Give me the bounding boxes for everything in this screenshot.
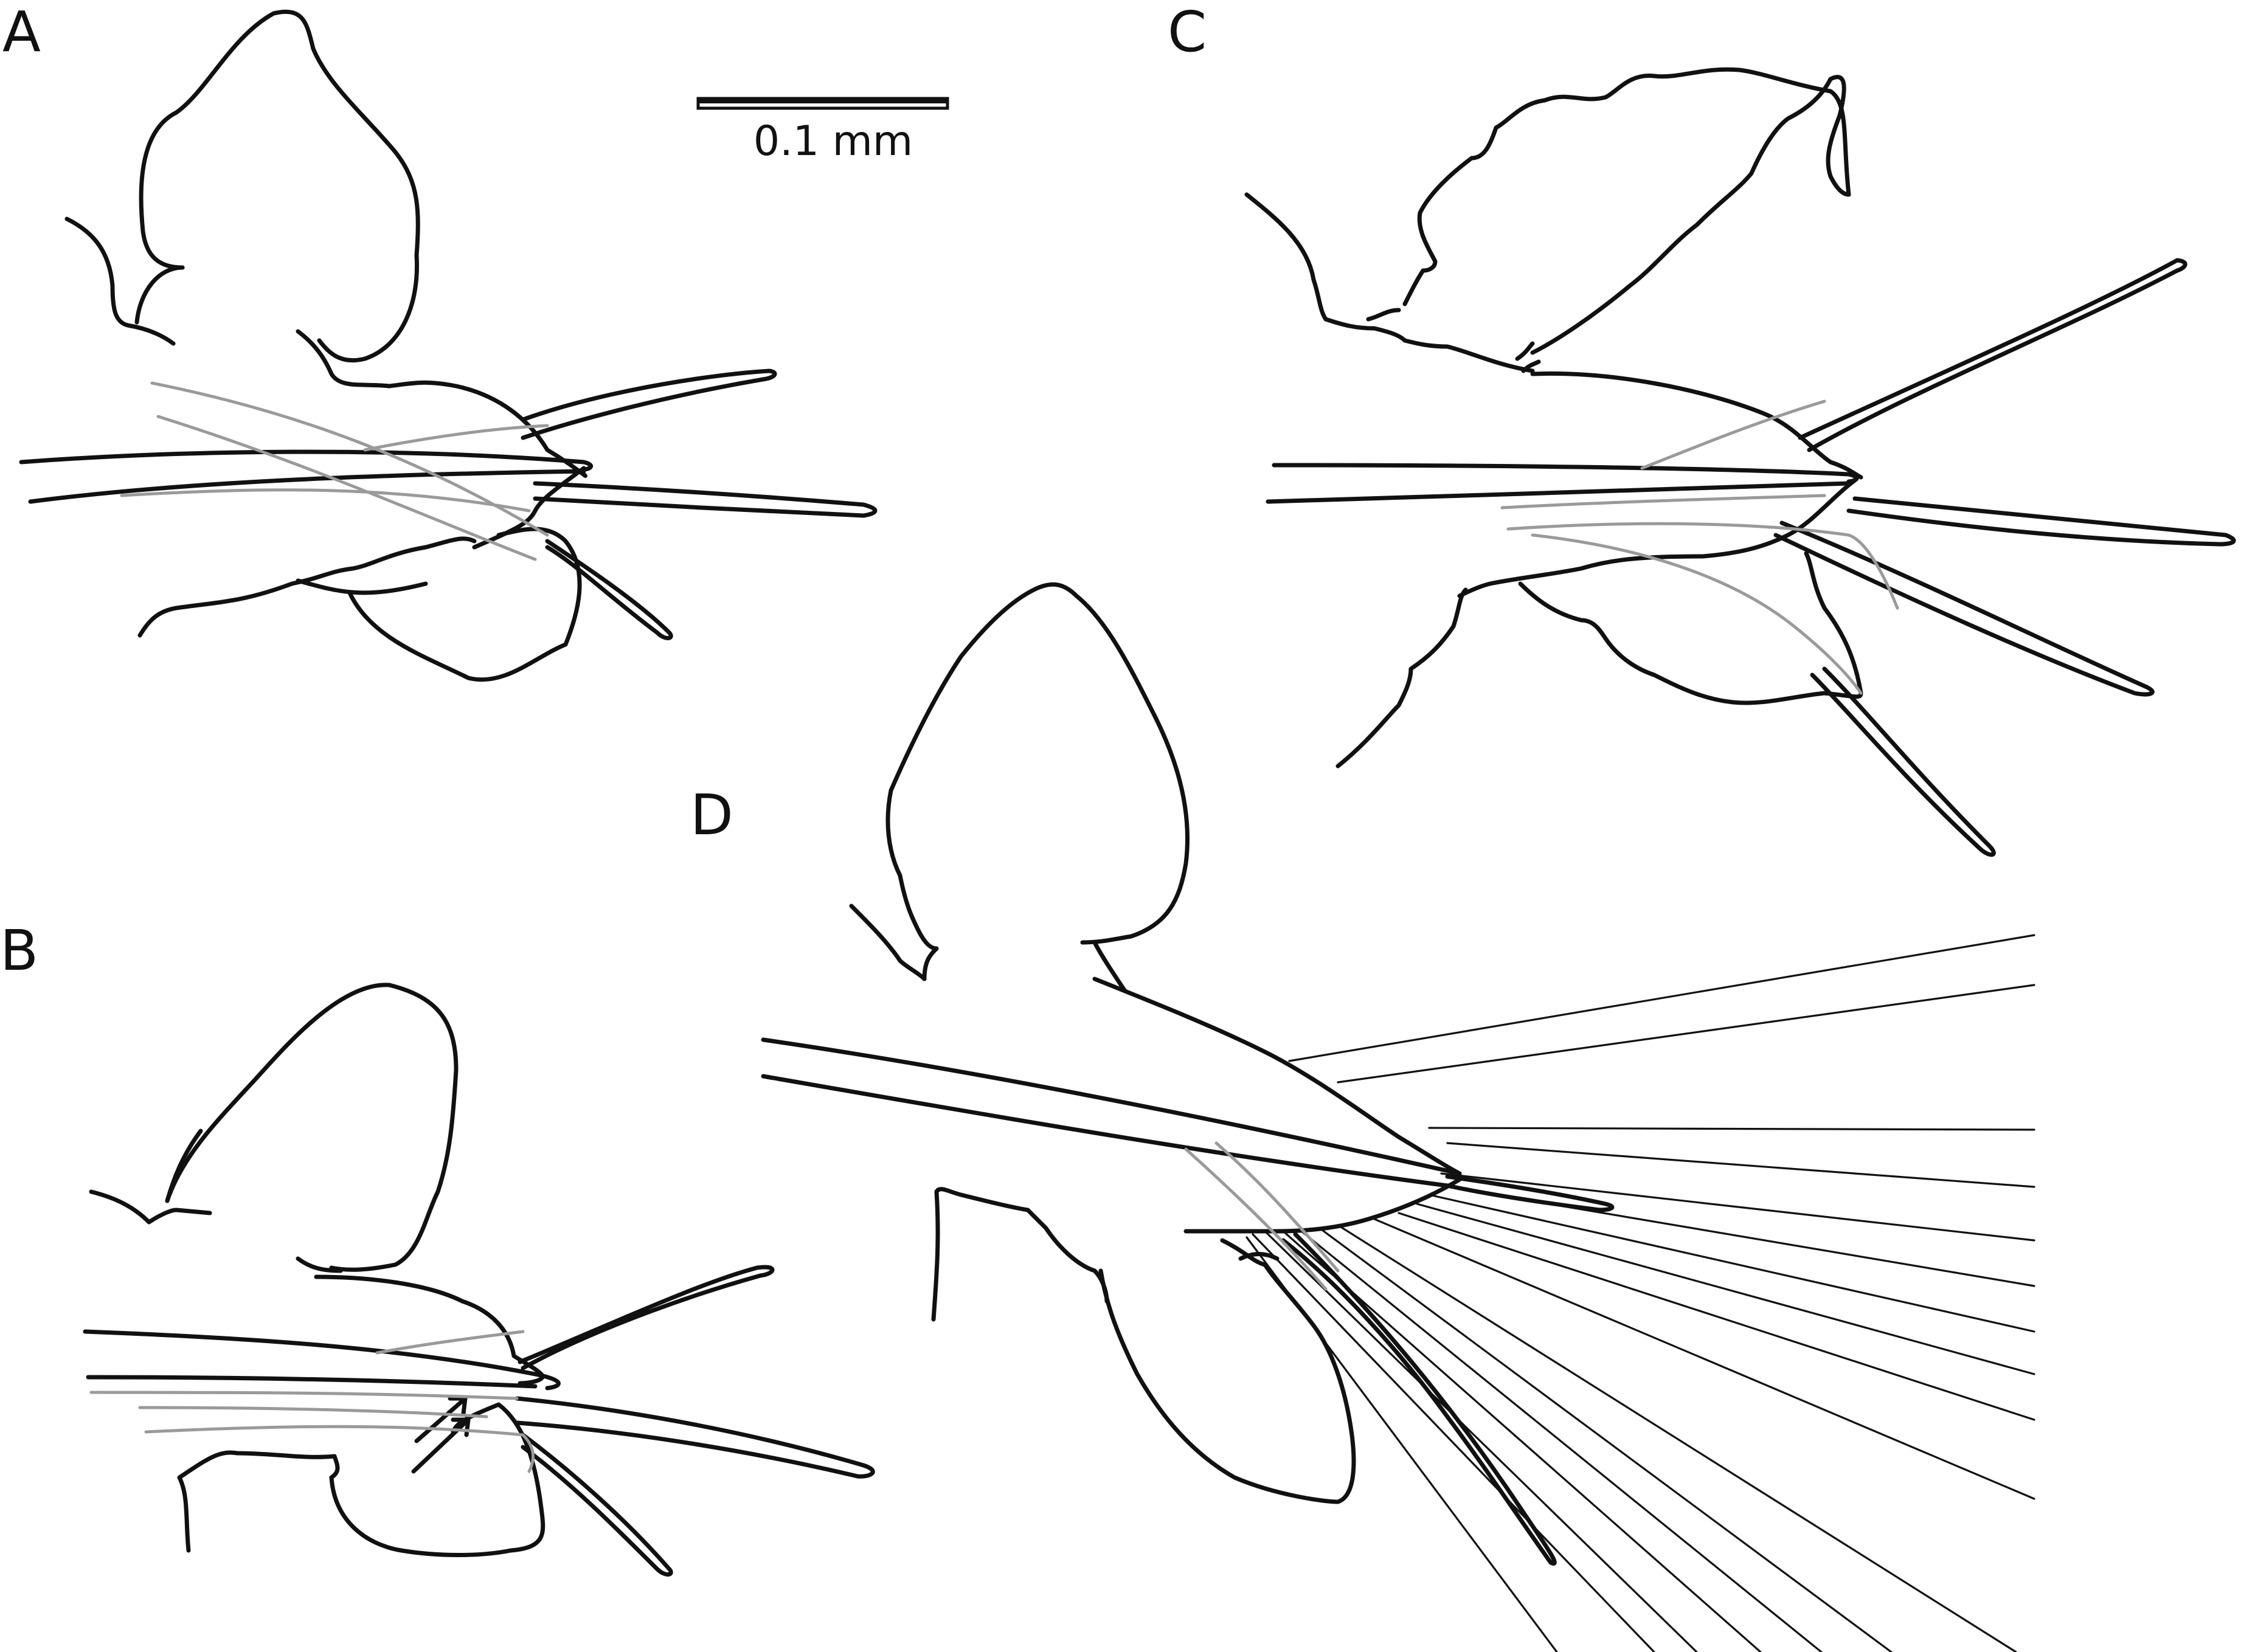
panel-c-body-outline xyxy=(1530,372,1863,480)
panel-d-thin-seta-6 xyxy=(1440,1184,2035,1287)
panel-b-seta-5 xyxy=(521,1433,673,1577)
panel-c-upper-lobe-top xyxy=(1402,67,1851,306)
panel-a-left-stem xyxy=(64,216,176,346)
panel-a-faint-seta-2 xyxy=(156,415,537,561)
panel-a-upper-lobe-left xyxy=(139,110,185,270)
panel-c-seta-5 xyxy=(1773,520,2155,697)
panel-d-seta-1 xyxy=(761,1037,1462,1176)
panel-b-seta-3 xyxy=(518,1265,775,1370)
panel-c-upper-lobe xyxy=(1530,75,1851,355)
panel-d-thin-seta-10 xyxy=(1373,1218,2035,1500)
panel-d-seta-4 xyxy=(1281,1232,1557,1566)
panel-a-body-lower xyxy=(472,466,586,550)
panel-a-seta-5 xyxy=(545,539,673,640)
panel-c-faint-seta-1 xyxy=(1640,399,1826,470)
panel-d-thin-seta-13 xyxy=(1300,1230,1823,1652)
panel-label-a: A xyxy=(2,0,41,64)
panel-label-d: D xyxy=(690,783,733,848)
scale-bar: 0.1 mm xyxy=(696,97,949,165)
panel-b-lower-lobe xyxy=(329,1402,546,1557)
panel-d-thin-seta-2 xyxy=(1337,984,2035,1083)
panel-d-left-stem xyxy=(849,904,927,981)
panel-b-drawing xyxy=(83,983,875,1577)
panel-c-seta-6 xyxy=(1810,666,1996,857)
panel-c-hook xyxy=(1366,308,1541,373)
panel-d-thin-seta-4 xyxy=(1446,1142,2035,1188)
panel-a-faint-seta-4 xyxy=(363,424,549,452)
panel-d-thin-seta-17 xyxy=(1245,1236,1558,1652)
panel-c-drawing xyxy=(1244,67,2236,857)
panel-d-body-outline xyxy=(1092,976,1462,1176)
panel-c-faint-seta-3 xyxy=(1506,522,1899,610)
panel-d-thin-seta-8 xyxy=(1416,1203,2035,1375)
panel-a-faint-seta-3 xyxy=(120,488,531,513)
panel-a-lower-lobe xyxy=(347,527,582,682)
panel-d-thin-seta-15 xyxy=(1264,1230,1698,1652)
panel-b-left-stem xyxy=(89,1189,212,1225)
panel-label-b: B xyxy=(0,918,38,983)
panel-d-thin-seta-1 xyxy=(1288,934,2035,1062)
panel-d-thin-seta-7 xyxy=(1428,1194,2035,1333)
panel-d-upper-lobe xyxy=(885,582,1190,945)
panel-d-body-lower xyxy=(1183,1177,1462,1234)
panel-a-lower-left xyxy=(137,536,477,638)
panel-d-thin-seta-14 xyxy=(1282,1230,1762,1652)
panel-c-seta-3 xyxy=(1798,258,2187,452)
panel-b-arrow-2 xyxy=(411,1417,471,1474)
panel-c-lower-left xyxy=(1335,587,1468,769)
panel-b-arrow-1-head xyxy=(448,1396,468,1416)
panel-a-seta-3 xyxy=(521,368,777,440)
panel-c-left-stem xyxy=(1244,192,1535,373)
panel-d-faint-seta-2 xyxy=(1214,1141,1340,1273)
panel-a-faint-seta-1 xyxy=(150,381,549,537)
panel-label-c: C xyxy=(1168,0,1207,64)
panel-c-faint-seta-2 xyxy=(1500,494,1826,510)
panel-b-seta-4 xyxy=(514,1396,875,1479)
panel-d-lower-hook xyxy=(1220,1238,1280,1267)
panel-b-seta-1 xyxy=(83,1329,561,1391)
panel-d-thin-seta-3 xyxy=(1428,1127,2035,1131)
panel-d-thin-seta-12 xyxy=(1318,1227,1893,1652)
panel-a-body-outline xyxy=(296,329,587,479)
panel-a-lower-hook xyxy=(296,578,428,595)
panel-d-lower-left xyxy=(931,1187,1109,1322)
panel-d-faint-seta-1 xyxy=(1184,1147,1328,1291)
panel-b-seta-2 xyxy=(86,1375,538,1389)
panel-b-upper-lobe xyxy=(165,983,459,1272)
panel-d-thin-seta-9 xyxy=(1398,1212,2035,1421)
panel-b-lower-left xyxy=(177,1450,340,1553)
panel-b-upper-hook xyxy=(296,1256,343,1273)
panel-d-thin-seta-11 xyxy=(1337,1224,2017,1652)
panel-a-drawing xyxy=(19,9,878,682)
panel-a-seta-4 xyxy=(533,481,878,518)
panel-b-upper-lobe-left xyxy=(165,1128,203,1203)
panel-b-faint-seta-1 xyxy=(375,1330,525,1355)
panel-c-lower-lobe xyxy=(1518,551,1863,705)
panel-d-seta-2 xyxy=(761,1074,1450,1188)
panel-d-thin-seta-16 xyxy=(1252,1233,1655,1652)
panel-c-seta-4 xyxy=(1846,496,2236,547)
panel-c-seta-1 xyxy=(1272,463,1859,484)
panel-a-seta-2 xyxy=(28,469,586,504)
panel-b-faint-seta-2 xyxy=(89,1391,519,1400)
panel-d-upper-lobe-left xyxy=(898,873,939,951)
panel-d-hook xyxy=(922,940,1127,994)
panel-c-faint-seta-4 xyxy=(1531,533,1863,695)
panel-b-faint-seta-4 xyxy=(144,1425,535,1473)
panel-d-drawing xyxy=(761,582,2035,1652)
panel-a-upper-lobe xyxy=(174,9,420,363)
panel-d-thin-setae xyxy=(1245,934,2035,1652)
panel-a-upper-hook xyxy=(134,265,185,325)
scale-bar-label: 0.1 mm xyxy=(753,117,913,165)
panel-d-thin-seta-5 xyxy=(1440,1172,2035,1242)
panel-c-seta-2 xyxy=(1266,481,1851,504)
panel-b-arrow-1 xyxy=(414,1396,468,1443)
panel-b-faint-seta-3 xyxy=(138,1406,488,1419)
